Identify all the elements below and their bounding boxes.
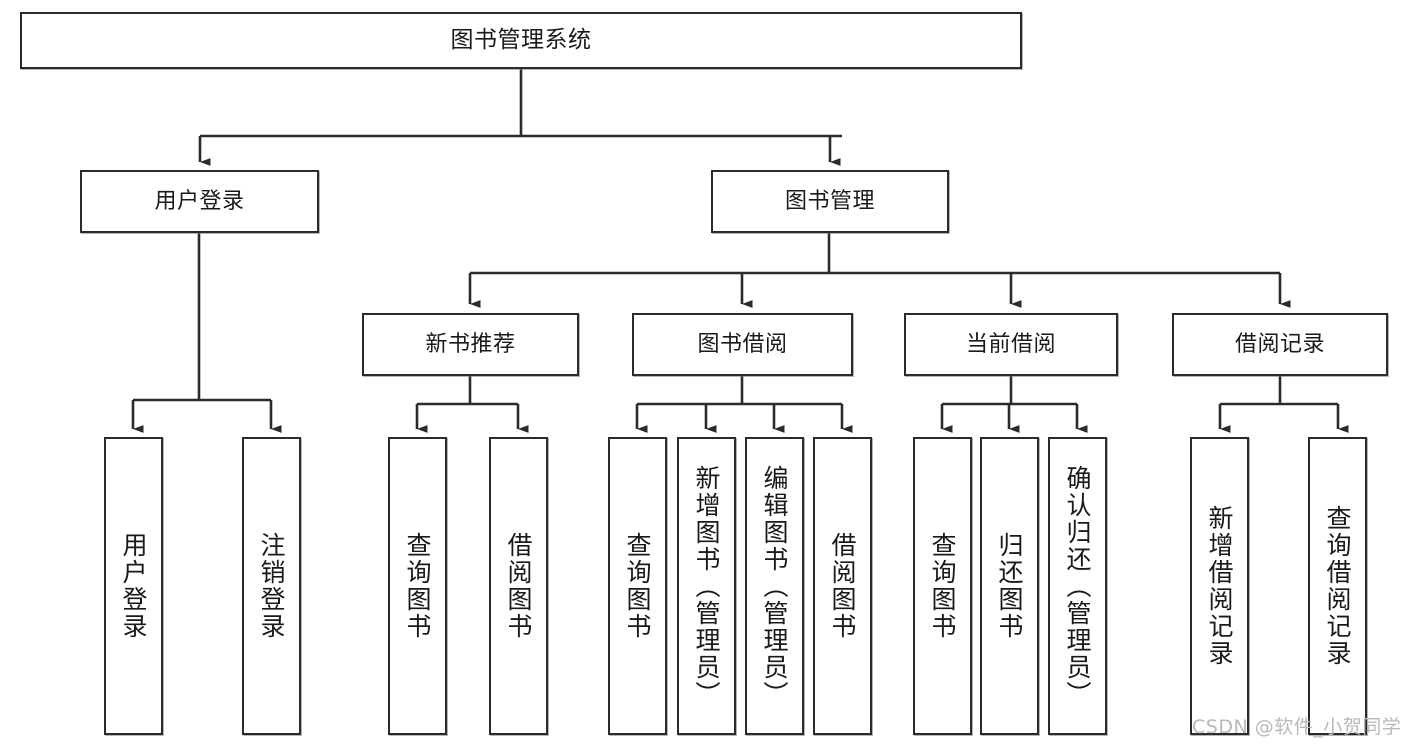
node-root-label: 图书管理系统 [450,26,592,53]
node-leaf-logout[interactable]: 注销登录 [242,437,301,735]
node-book-borrow[interactable]: 图书借阅 [632,313,853,376]
node-leaf-borrow-book-2-label: 借阅图书 [828,532,857,640]
node-leaf-query-book-3-label: 查询图书 [928,532,957,640]
node-book-borrow-label: 图书借阅 [697,331,788,357]
node-leaf-borrow-book-1-label: 借阅图书 [504,532,533,640]
node-new-book-recommend-label: 新书推荐 [425,331,516,357]
node-leaf-query-record[interactable]: 查询借阅记录 [1308,437,1367,735]
node-leaf-confirm-return[interactable]: 确认归还（管理员） [1048,437,1107,735]
node-leaf-add-record-label: 新增借阅记录 [1205,505,1234,667]
node-leaf-query-book-2[interactable]: 查询图书 [608,437,667,735]
node-leaf-logout-label: 注销登录 [257,532,286,640]
node-leaf-query-book-1[interactable]: 查询图书 [388,437,447,735]
node-new-book-recommend[interactable]: 新书推荐 [362,313,579,376]
node-leaf-add-book[interactable]: 新增图书（管理员） [677,437,736,735]
node-borrow-record[interactable]: 借阅记录 [1172,313,1388,376]
node-user-login[interactable]: 用户登录 [80,170,319,233]
node-leaf-query-record-label: 查询借阅记录 [1323,505,1352,667]
node-leaf-add-book-label: 新增图书（管理员） [692,464,721,708]
node-leaf-return-book-label: 归还图书 [995,532,1024,640]
node-leaf-user-login[interactable]: 用户登录 [104,437,163,735]
csdn-watermark: CSDN @软件_小贺同学 [1192,716,1402,738]
node-leaf-query-book-2-label: 查询图书 [623,532,652,640]
node-leaf-query-book-1-label: 查询图书 [403,532,432,640]
node-leaf-user-login-label: 用户登录 [119,532,148,640]
node-leaf-borrow-book-1[interactable]: 借阅图书 [489,437,548,735]
node-borrow-record-label: 借阅记录 [1234,331,1325,357]
node-current-borrow[interactable]: 当前借阅 [904,313,1118,376]
node-leaf-borrow-book-2[interactable]: 借阅图书 [813,437,872,735]
node-leaf-return-book[interactable]: 归还图书 [980,437,1039,735]
node-current-borrow-label: 当前借阅 [965,331,1056,357]
node-book-manage-label: 图书管理 [784,188,875,214]
node-user-login-label: 用户登录 [154,188,245,214]
node-leaf-edit-book[interactable]: 编辑图书（管理员） [745,437,804,735]
node-leaf-query-book-3[interactable]: 查询图书 [913,437,972,735]
node-book-manage[interactable]: 图书管理 [711,170,949,233]
node-leaf-add-record[interactable]: 新增借阅记录 [1190,437,1249,735]
node-root[interactable]: 图书管理系统 [20,12,1022,69]
node-leaf-confirm-return-label: 确认归还（管理员） [1063,464,1092,708]
node-leaf-edit-book-label: 编辑图书（管理员） [760,464,789,708]
